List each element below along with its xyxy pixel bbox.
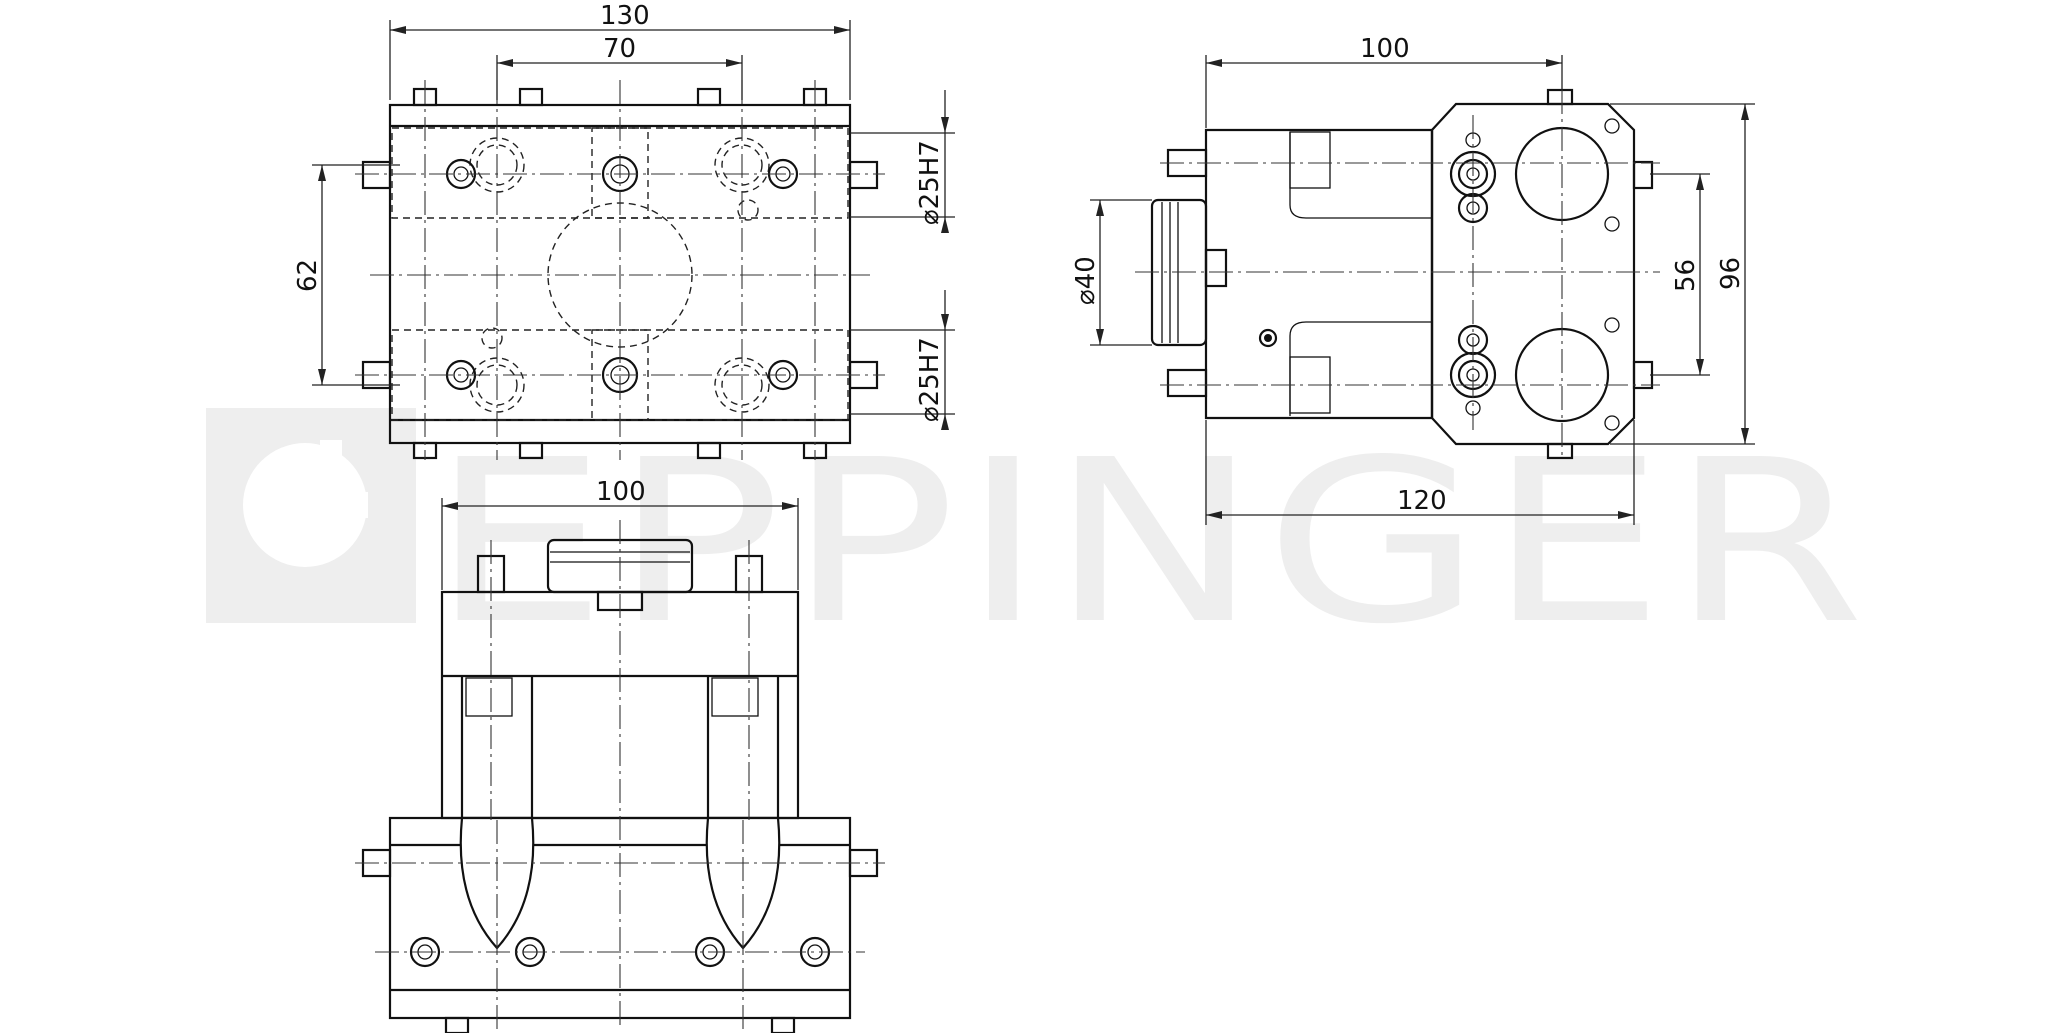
- watermark-text: EPPINGER: [430, 412, 1870, 674]
- side-view: 100 120 ⌀40 56: [1071, 34, 1755, 525]
- dim-side-56-label: 56: [1671, 259, 1701, 292]
- dim-62-label: 62: [293, 259, 323, 292]
- side-head: [1430, 102, 1636, 446]
- dim-130: 130: [389, 1, 851, 100]
- dim-top-100-label: 100: [596, 477, 646, 507]
- dim-side-120: 120: [1205, 420, 1635, 525]
- watermark: EPPINGER: [206, 408, 1870, 674]
- dim-62: 62: [293, 164, 400, 386]
- dim-70: 70: [496, 34, 743, 100]
- dim-side-96-label: 96: [1716, 257, 1746, 290]
- dim-side-100: 100: [1205, 34, 1563, 128]
- dim-side-dia40: ⌀40: [1071, 199, 1152, 346]
- top-view: 100: [355, 477, 885, 1033]
- eppinger-logo-icon: [206, 408, 416, 623]
- dim-side-56: 56: [1650, 173, 1710, 376]
- dim-top-100: 100: [441, 477, 799, 590]
- side-fittings: [1258, 118, 1620, 431]
- dim-side-dia40-label: ⌀40: [1071, 256, 1101, 305]
- dim-bore-top: ⌀25H7: [850, 90, 955, 233]
- dim-side-100-label: 100: [1360, 34, 1410, 64]
- dim-side-120-label: 120: [1397, 486, 1447, 516]
- front-view: 130 70 62 ⌀25H7: [293, 1, 955, 460]
- dim-bore-bottom-label: ⌀25H7: [915, 337, 945, 422]
- dim-side-96: 96: [1610, 103, 1755, 445]
- dim-bore-bottom: ⌀25H7: [850, 290, 955, 430]
- dim-130-label: 130: [600, 1, 650, 31]
- dim-70-label: 70: [603, 34, 636, 64]
- side-body-left: [1204, 128, 1434, 420]
- dim-bore-top-label: ⌀25H7: [915, 140, 945, 225]
